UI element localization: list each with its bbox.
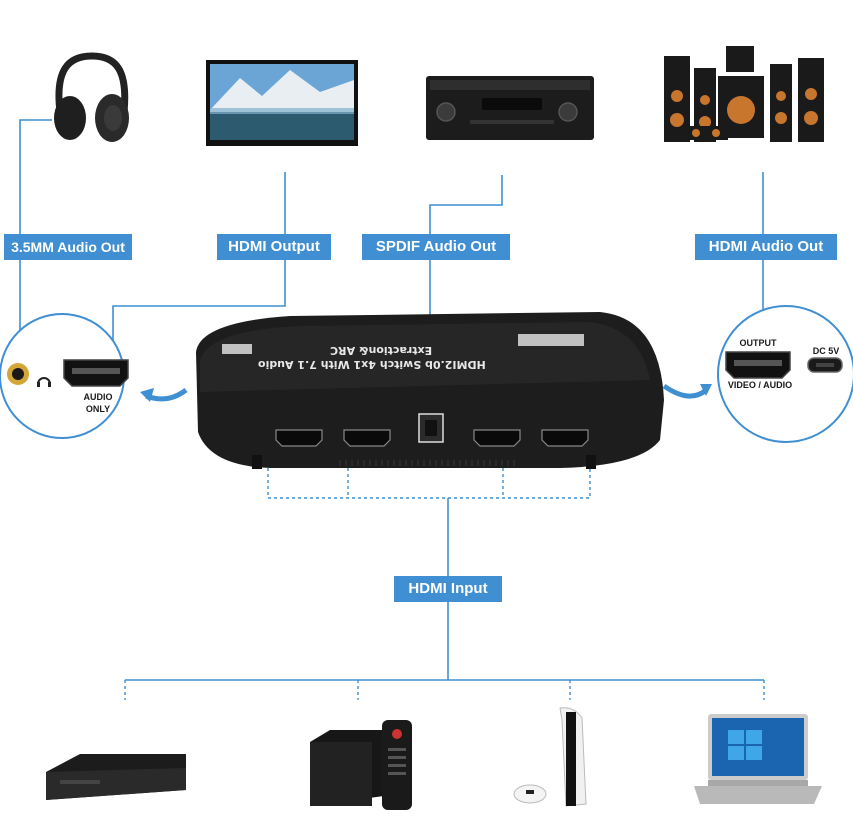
device-title-line1: HDMI2.0b Switch 4x1 With 7.1 Audio <box>258 358 486 371</box>
left-zoom-circle <box>0 313 129 439</box>
label-hdmi-output: HDMI Output <box>217 234 331 260</box>
line-headphones <box>19 119 52 362</box>
label-spdif-audio-out: SPDIF Audio Out <box>362 234 510 260</box>
right-arrow-icon <box>662 383 708 399</box>
right-zoom-circle <box>717 305 853 443</box>
dc-label: DC 5V <box>812 346 840 356</box>
tv-box-with-remote-icon <box>310 720 412 810</box>
video-audio-label: VIDEO / AUDIO <box>727 380 793 390</box>
speaker-system-icon <box>664 46 824 142</box>
device-title-line2: Extraction& ARC <box>330 344 433 357</box>
tv-icon <box>206 60 358 146</box>
input-ports <box>275 429 589 447</box>
headphones-icon <box>54 52 129 142</box>
dvd-player-icon <box>46 754 186 800</box>
line-amplifier <box>429 175 503 420</box>
label-hdmi-audio-out: HDMI Audio Out <box>695 234 837 260</box>
laptop-icon <box>694 714 822 804</box>
label-hdmi-input: HDMI Input <box>394 576 502 602</box>
game-console-icon <box>513 707 587 807</box>
input-dashed-lines <box>124 468 765 700</box>
label-3-5mm-audio-out: 3.5MM Audio Out <box>4 234 132 260</box>
hdmi-switch-device <box>196 312 664 469</box>
amplifier-icon <box>426 76 594 140</box>
output-label: OUTPUT <box>739 338 777 348</box>
audio-only-label: AUDIO ONLY <box>83 392 113 414</box>
